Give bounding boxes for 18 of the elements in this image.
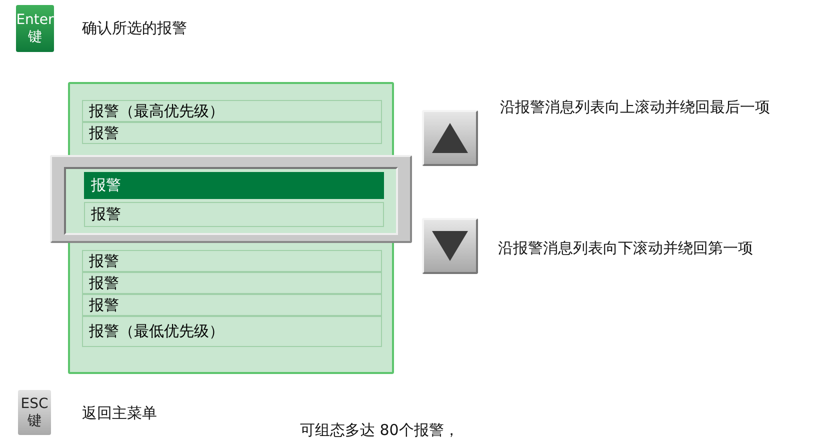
alarm-row: 报警	[82, 250, 382, 272]
scroll-up-button	[422, 110, 478, 166]
selection-frame-overlay	[50, 155, 412, 243]
selected-alarm-row: 报警	[84, 172, 384, 199]
description-text: 沿报警消息列表向下滚动并绕回第一项	[498, 238, 754, 258]
alarm-row: 报警（最低优先级）	[82, 316, 382, 347]
description-text: 确认所选的报警	[82, 18, 188, 38]
alarm-row: 报警	[84, 202, 384, 227]
alarm-row: 报警	[82, 272, 382, 294]
alarm-row: 报警	[82, 122, 382, 144]
alarm-row: 报警（最高优先级）	[82, 100, 382, 122]
description-text: 沿报警消息列表向上滚动并绕回最后一项	[500, 97, 771, 118]
note-text: 可组态多达 80个报警，	[300, 420, 459, 440]
key-button: ESC 键	[18, 390, 51, 435]
key-button: Enter 键	[16, 5, 54, 52]
description-text: 返回主菜单	[82, 403, 158, 424]
alarm-row: 报警	[82, 294, 382, 316]
scroll-down-button	[422, 218, 478, 274]
